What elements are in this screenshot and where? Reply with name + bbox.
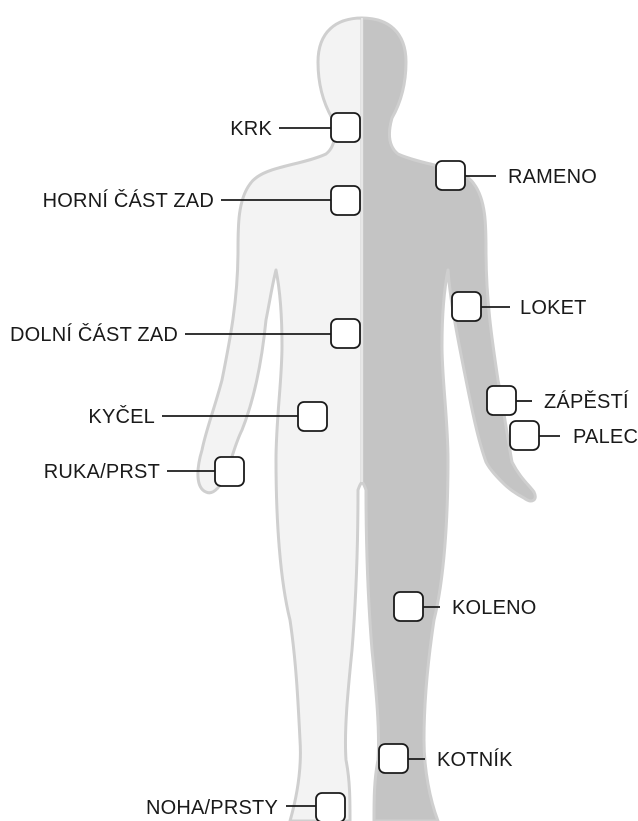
label-krk: KRK	[230, 118, 272, 140]
callout-krk[interactable]: KRK	[230, 113, 360, 142]
checkbox-kycel[interactable]	[298, 402, 327, 431]
checkbox-noha-prsty[interactable]	[316, 793, 345, 821]
label-palec: PALEC	[573, 426, 638, 448]
label-koleno: KOLENO	[452, 597, 537, 619]
callout-kotnik[interactable]: KOTNÍK	[379, 744, 513, 773]
label-noha-prsty: NOHA/PRSTY	[146, 797, 278, 819]
label-kycel: KYČEL	[88, 405, 155, 428]
checkbox-kotnik[interactable]	[379, 744, 408, 773]
checkbox-dolni-cast-zad[interactable]	[331, 319, 360, 348]
callout-loket[interactable]: LOKET	[452, 292, 587, 321]
body-right-half	[362, 18, 535, 821]
callout-palec[interactable]: PALEC	[510, 421, 638, 450]
label-dolni-cast-zad: DOLNÍ ČÁST ZAD	[10, 323, 178, 346]
label-zapesti: ZÁPĚSTÍ	[544, 390, 629, 413]
checkbox-horni-cast-zad[interactable]	[331, 186, 360, 215]
label-kotnik: KOTNÍK	[437, 748, 513, 771]
checkbox-krk[interactable]	[331, 113, 360, 142]
callout-zapesti[interactable]: ZÁPĚSTÍ	[487, 386, 629, 415]
label-rameno: RAMENO	[508, 166, 597, 188]
checkbox-rameno[interactable]	[436, 161, 465, 190]
checkbox-palec[interactable]	[510, 421, 539, 450]
callout-koleno[interactable]: KOLENO	[394, 592, 537, 621]
callout-rameno[interactable]: RAMENO	[436, 161, 597, 190]
label-loket: LOKET	[520, 297, 587, 319]
checkbox-loket[interactable]	[452, 292, 481, 321]
checkbox-koleno[interactable]	[394, 592, 423, 621]
label-horni-cast-zad: HORNÍ ČÁST ZAD	[43, 189, 214, 212]
label-ruka-prst: RUKA/PRST	[44, 461, 160, 483]
checkbox-zapesti[interactable]	[487, 386, 516, 415]
checkbox-ruka-prst[interactable]	[215, 457, 244, 486]
